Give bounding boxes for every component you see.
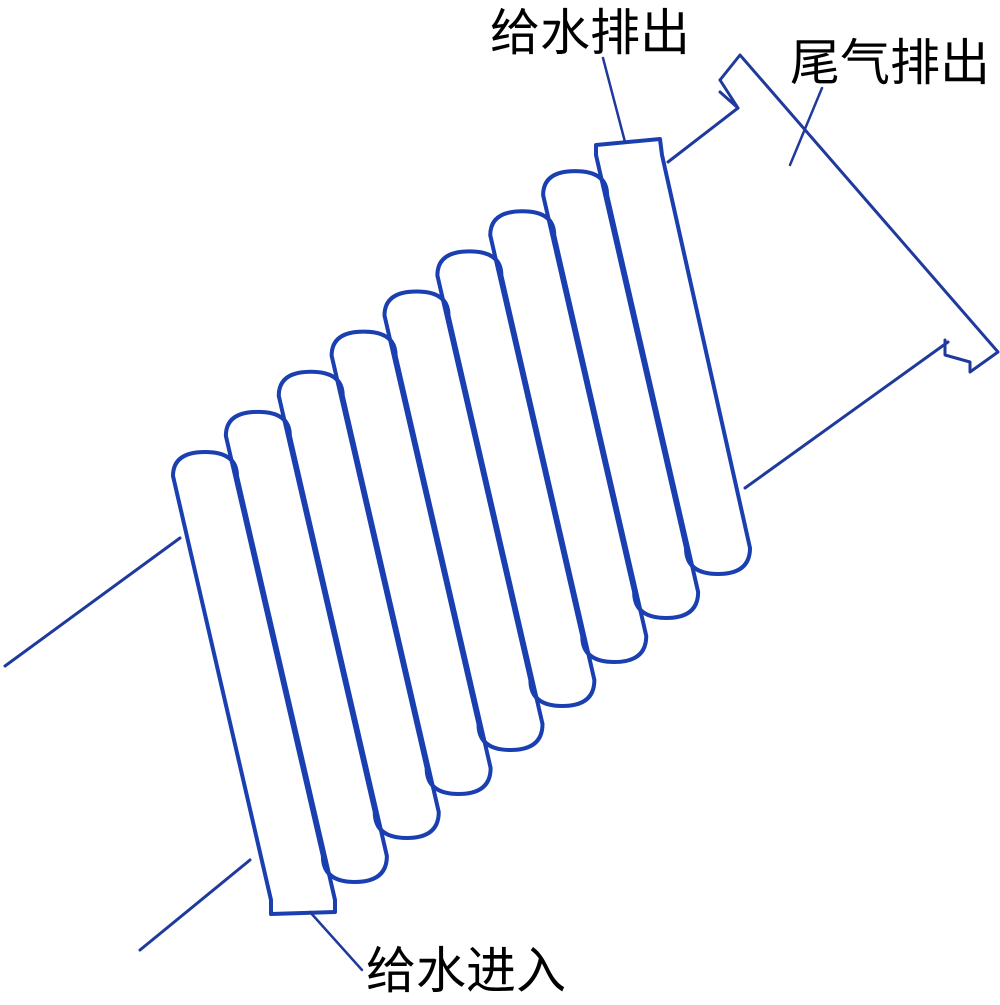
coil-turn: [488, 209, 649, 664]
pipe-upper-line: [666, 106, 740, 164]
pipe-lower-left-line: [138, 858, 252, 952]
leader-feedwater-outlet: [601, 56, 627, 144]
exhaust-flange: [718, 53, 1000, 374]
coil-turn: [329, 329, 493, 796]
pipe-lower-line: [743, 340, 950, 490]
leader-feedwater-inlet: [308, 910, 364, 972]
leader-exhaust-outlet: [788, 86, 824, 167]
feedwater-inlet-label: 给水进入: [366, 942, 566, 1000]
exhaust-outlet-label: 尾气排出: [790, 34, 990, 92]
coil-turn: [223, 409, 389, 884]
coil-turns: [171, 137, 752, 916]
coil-turn: [276, 369, 441, 840]
coil-turn: [435, 249, 597, 708]
feedwater-outlet-label: 给水排出: [490, 4, 690, 62]
pipe-left-line: [3, 536, 182, 668]
flange-lower-tab: [718, 78, 740, 110]
coil-turn: [382, 289, 545, 752]
coil-turn: [541, 169, 701, 620]
coil-turn: [594, 137, 752, 576]
